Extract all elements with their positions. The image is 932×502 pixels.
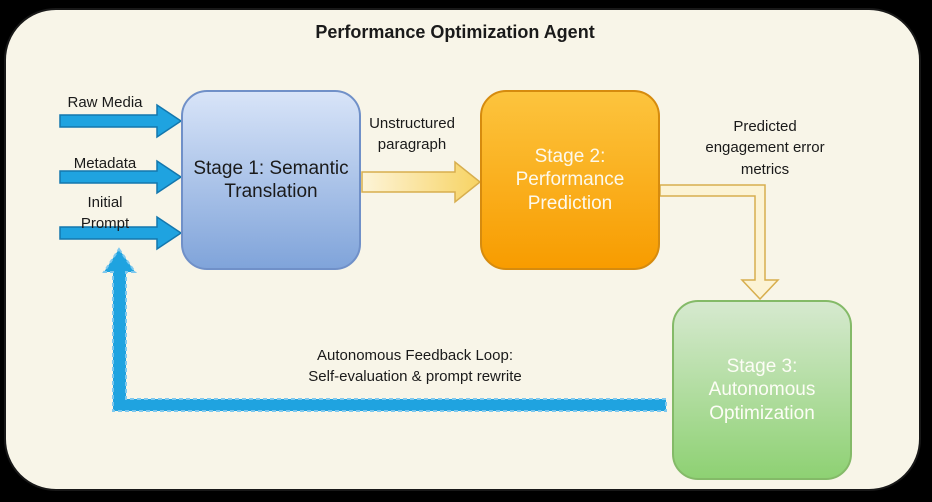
input-label-metadata: Metadata (73, 155, 137, 172)
connector-label-predicted-metrics: Predicted engagement error metrics (705, 118, 825, 178)
initial-prompt-arrow-icon (59, 215, 183, 251)
stage1-semantic-translation-box: Stage 1: Semantic Translation (181, 90, 361, 270)
input-label-raw-media: Raw Media (67, 94, 143, 111)
connector-label-feedback-loop: Autonomous Feedback Loop: Self-evaluatio… (308, 347, 522, 386)
stage1-to-stage2-arrow-icon (361, 160, 482, 204)
diagram-title: Performance Optimization Agent (315, 22, 595, 42)
input-label-initial-prompt: Initial Prompt (80, 194, 130, 233)
connector-label-unstructured-paragraph: Unstructured paragraph (369, 115, 455, 154)
stage3-autonomous-optimization-box: Stage 3: Autonomous Optimization (672, 300, 852, 480)
feedback-loop-arrow-icon (102, 247, 667, 412)
metadata-arrow-icon (59, 159, 183, 195)
stage2-performance-prediction-box: Stage 2: Performance Prediction (480, 90, 660, 270)
raw-media-arrow-icon (59, 103, 183, 139)
stage2-to-stage3-elbow-arrow-icon (659, 184, 780, 301)
